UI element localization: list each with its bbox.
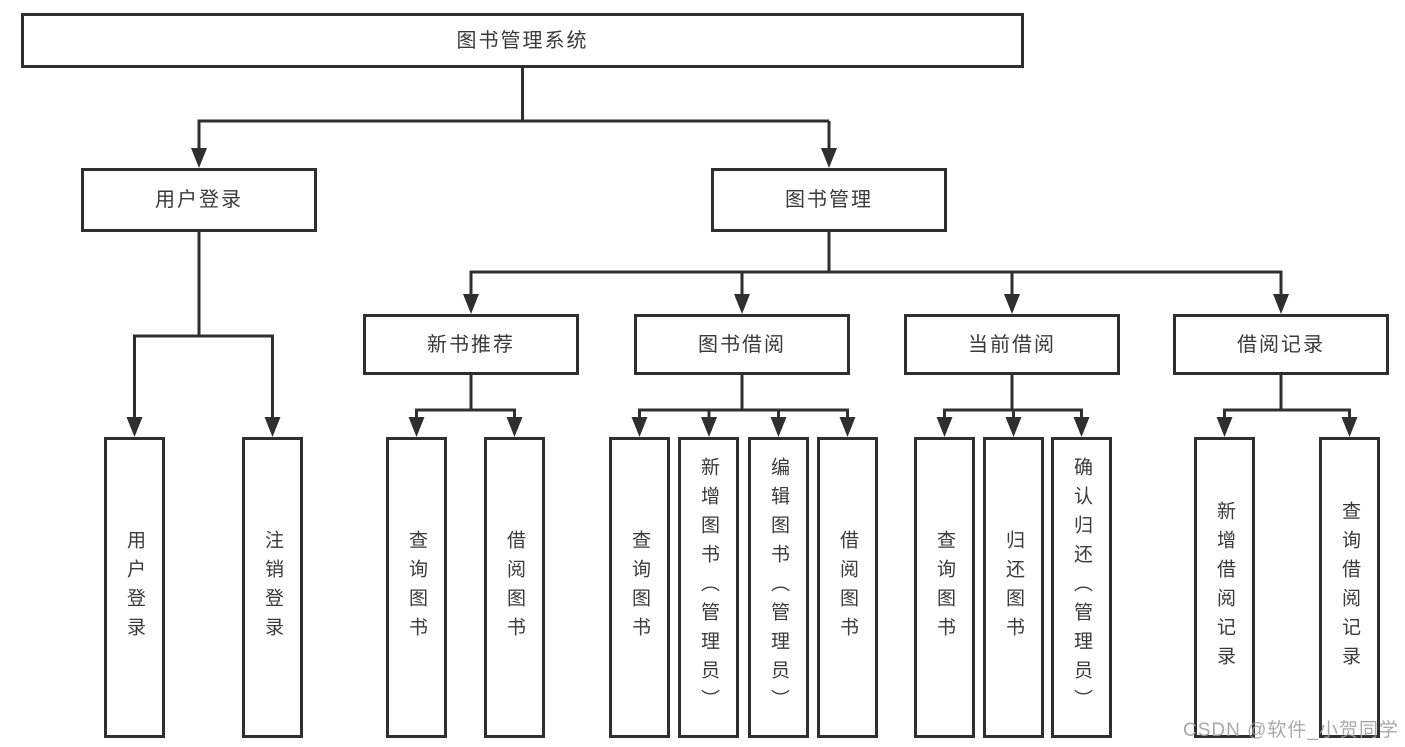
leaf-edit-books-admin: 编辑图书（管理员）: [748, 437, 809, 738]
node-library-management-system: 图书管理系统: [21, 13, 1024, 68]
leaf-user-login: 用户登录: [104, 437, 165, 738]
csdn-watermark: CSDN @软件_小贺同学: [1183, 720, 1399, 741]
leaf-query-borrow-record: 查询借阅记录: [1319, 437, 1380, 738]
arrowhead: [821, 148, 837, 168]
arrowhead: [839, 417, 856, 437]
node-user-login: 用户登录: [81, 168, 317, 232]
leaf-add-borrow-record: 新增借阅记录: [1194, 437, 1255, 738]
node-label: 借阅记录: [1237, 333, 1325, 356]
arrowhead: [936, 417, 953, 437]
arrowhead: [264, 417, 281, 437]
node-book-borrow: 图书借阅: [634, 314, 850, 375]
connector-user-login-group: [133, 232, 274, 422]
node-label: 新书推荐: [427, 333, 515, 356]
arrowhead: [1216, 417, 1233, 437]
leaf-logout: 注销登录: [242, 437, 303, 738]
node-label: 用户登录: [124, 529, 145, 646]
arrowhead: [701, 417, 717, 437]
node-label: 新增图书（管理员）: [698, 457, 719, 718]
arrowhead: [506, 417, 523, 437]
node-borrow-records: 借阅记录: [1173, 314, 1389, 375]
node-new-book-recommend: 新书推荐: [363, 314, 579, 375]
arrowhead: [463, 294, 479, 314]
node-label: 确认归还（管理员）: [1071, 457, 1092, 718]
node-label: 借阅图书: [837, 529, 858, 646]
leaf-return-books: 归还图书: [983, 437, 1044, 738]
connector-book-management-group: [469, 232, 1283, 298]
node-label: 注销登录: [262, 529, 283, 646]
connector-borrow-records-group: [1223, 375, 1351, 422]
connector-book-borrow-group: [638, 375, 849, 422]
arrowhead: [191, 148, 207, 168]
arrowhead: [1073, 417, 1090, 437]
connector-new-book-group: [415, 375, 516, 422]
node-label: 借阅图书: [504, 529, 525, 646]
arrowhead: [408, 417, 425, 437]
leaf-query-books-recommend: 查询图书: [386, 437, 447, 738]
leaf-confirm-return-admin: 确认归还（管理员）: [1051, 437, 1112, 738]
leaf-borrow-books-recommend: 借阅图书: [484, 437, 545, 738]
node-label: 查询借阅记录: [1339, 500, 1360, 675]
arrowhead: [1341, 417, 1358, 437]
arrowhead: [770, 417, 787, 437]
arrowhead: [1004, 294, 1020, 314]
arrowhead: [1005, 417, 1022, 437]
node-label: 用户登录: [155, 189, 243, 211]
node-label: 查询图书: [934, 529, 955, 646]
connector-current-borrow-group: [943, 375, 1083, 422]
node-label: 当前借阅: [968, 333, 1056, 356]
node-label: 归还图书: [1003, 529, 1024, 646]
arrowhead: [631, 417, 648, 437]
node-label: 图书借阅: [698, 333, 786, 356]
arrowhead: [734, 294, 750, 314]
node-label: 编辑图书（管理员）: [768, 457, 789, 718]
node-book-management: 图书管理: [711, 168, 947, 232]
node-label: 查询图书: [629, 529, 650, 646]
node-label: 图书管理: [785, 189, 873, 211]
leaf-query-books-current: 查询图书: [914, 437, 975, 738]
node-label: 新增借阅记录: [1214, 500, 1235, 675]
node-label: 图书管理系统: [456, 29, 589, 52]
leaf-borrow-books: 借阅图书: [817, 437, 878, 738]
node-label: 查询图书: [406, 529, 427, 646]
connector-root: [197, 68, 831, 152]
arrowhead: [1273, 294, 1289, 314]
node-current-borrow: 当前借阅: [904, 314, 1120, 375]
arrowhead: [126, 417, 143, 437]
leaf-add-books-admin: 新增图书（管理员）: [678, 437, 739, 738]
leaf-query-books-borrow: 查询图书: [609, 437, 670, 738]
